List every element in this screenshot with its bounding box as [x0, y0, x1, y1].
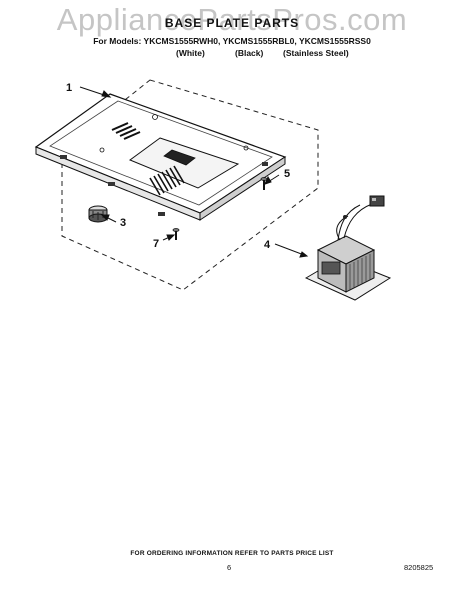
- variant-white: (White): [176, 48, 205, 58]
- callout-1: 1: [66, 82, 72, 94]
- foot-part: [88, 205, 108, 223]
- ordering-note: FOR ORDERING INFORMATION REFER TO PARTS …: [130, 550, 334, 557]
- page-number: 6: [227, 563, 232, 572]
- model-list: For Models: YKCMS1555RWH0, YKCMS1555RBL0…: [93, 36, 371, 46]
- watermark: AppliancePartsPros.com: [56, 2, 408, 37]
- variant-black: (Black): [235, 48, 264, 58]
- transformer-part: [304, 195, 392, 301]
- document-number: 8205825: [404, 563, 434, 572]
- callout-4: 4: [264, 239, 271, 251]
- callout-7: 7: [153, 238, 159, 250]
- base-plate: [34, 93, 287, 221]
- callout-3: 3: [120, 217, 126, 229]
- assembly-boundary: [61, 79, 319, 291]
- page-title: BASE PLATE PARTS: [164, 16, 300, 30]
- callout-5: 5: [284, 168, 290, 180]
- variant-stainless: (Stainless Steel): [283, 48, 349, 58]
- screw-part-7: [172, 228, 180, 240]
